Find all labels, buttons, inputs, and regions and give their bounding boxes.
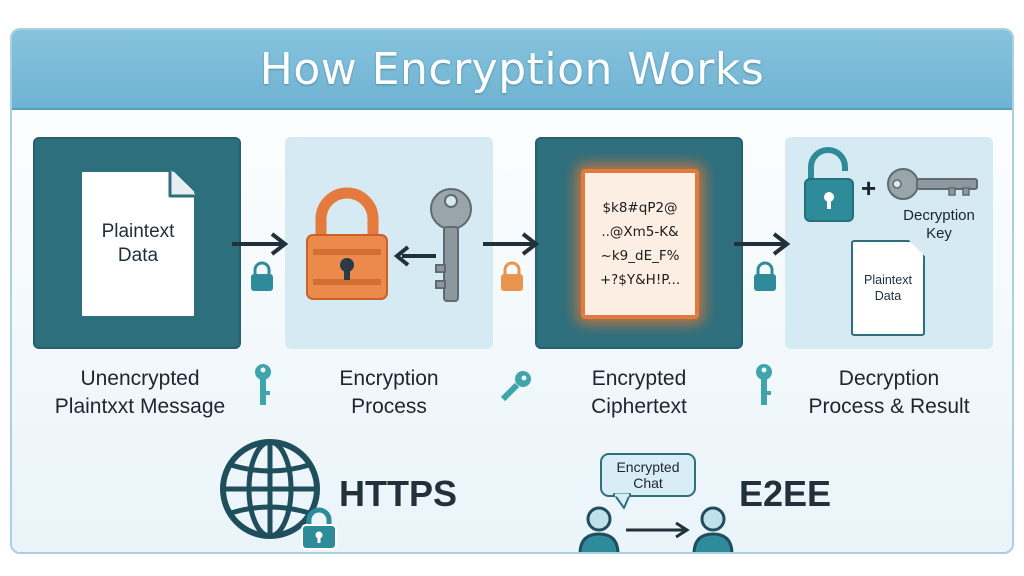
- user-icon: [692, 506, 734, 552]
- padlock-icon: [306, 187, 388, 300]
- chat-bubble-icon: Encrypted Chat: [600, 453, 696, 497]
- step-label-encryption: Encryption Process: [339, 367, 439, 418]
- chat-bubble-text: Encrypted Chat: [616, 459, 680, 491]
- small-lock-icon: [501, 261, 523, 291]
- right-arrow-icon: [232, 232, 289, 256]
- e2ee-label: E2EE: [739, 473, 832, 514]
- chat-bubble-tail: [613, 493, 631, 509]
- right-arrow-icon: [734, 232, 791, 256]
- decryption-key-caption: Decryption Key: [903, 207, 975, 242]
- diagram-frame: How Encryption Works Plaintext Data: [10, 28, 1014, 554]
- plus-sign: +: [861, 173, 877, 203]
- https-label: HTTPS: [339, 473, 458, 514]
- decryption-key-icon: [887, 168, 978, 200]
- key-icon: [430, 188, 472, 302]
- small-lock-icon: [251, 261, 273, 291]
- step-label-ciphertext: Encrypted Ciphertext: [591, 367, 687, 418]
- user-icon: [578, 506, 620, 552]
- panel-ciphertext: $k8#qP2@ ..@Xm5-K& ~k9_dE_F% +?$Y&H!P...: [535, 137, 743, 349]
- result-document-icon: Plaintext Data: [851, 240, 925, 336]
- result-document-text: Plaintext Data: [864, 273, 912, 303]
- step-label-plaintext: Unencrypted Plaintxxt Message: [54, 367, 226, 418]
- small-key-icon: [500, 371, 531, 402]
- panel-decryption: + Decryption Key Plaintext Data: [785, 137, 993, 349]
- small-key-icon: [255, 364, 271, 405]
- panel-encryption: [285, 137, 493, 349]
- glowing-document-icon: $k8#qP2@ ..@Xm5-K& ~k9_dE_F% +?$Y&H!P...: [581, 169, 699, 319]
- right-arrow-icon: [626, 521, 690, 539]
- unlocked-padlock-icon: [804, 147, 854, 222]
- document-fold-icon: [168, 169, 197, 198]
- title-banner: How Encryption Works: [12, 30, 1012, 110]
- left-arrow-icon: [393, 245, 436, 267]
- small-lock-icon: [754, 261, 776, 291]
- small-key-icon: [756, 364, 772, 405]
- ciphertext-text: $k8#qP2@ ..@Xm5-K& ~k9_dE_F% +?$Y&H!P...: [599, 200, 681, 288]
- lock-badge-icon: [301, 507, 337, 550]
- plaintext-document-text: Plaintext Data: [101, 221, 175, 266]
- page-title: How Encryption Works: [259, 43, 765, 95]
- step-label-decryption: Decryption Process & Result: [808, 367, 970, 418]
- globe-icon: [220, 439, 320, 539]
- panel-plaintext: Plaintext Data: [33, 137, 241, 349]
- right-arrow-icon: [483, 232, 540, 256]
